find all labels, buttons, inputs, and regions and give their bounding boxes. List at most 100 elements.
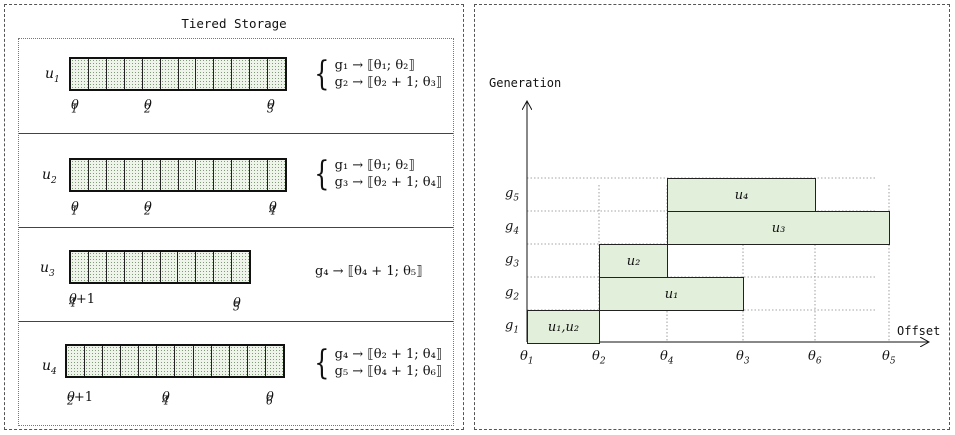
mapping-equation: g₁ → ⟦θ₁; θ₂⟧	[334, 158, 415, 173]
storage-block	[196, 252, 215, 282]
storage-block	[88, 160, 107, 190]
storage-block	[71, 252, 89, 282]
storage-block	[178, 252, 197, 282]
mapping-equation: g₂ → ⟦θ₂ + 1; θ₃⟧	[334, 75, 443, 90]
unit-label: u1	[45, 66, 60, 85]
storage-block	[268, 59, 286, 89]
storage-block	[142, 160, 161, 190]
block-strip	[69, 250, 251, 284]
storage-block	[88, 252, 107, 282]
unit-label: u3	[40, 260, 55, 279]
storage-block	[196, 59, 215, 89]
storage-block	[88, 59, 107, 89]
brace-icon: {	[314, 154, 330, 194]
block-strip	[65, 344, 285, 378]
x-tick-label: θ2	[592, 349, 606, 367]
storage-block	[211, 346, 230, 376]
allocation-bar: u₄	[667, 178, 816, 212]
storage-block	[265, 346, 283, 376]
storage-block	[160, 252, 179, 282]
storage-block	[247, 346, 266, 376]
storage-block	[106, 160, 125, 190]
mapping-equation: g₄ → ⟦θ₄ + 1; θ₅⟧	[315, 264, 423, 279]
storage-block	[67, 346, 86, 376]
x-axis-title: Offset	[897, 324, 941, 338]
generation-label: g1	[505, 318, 520, 336]
storage-block	[268, 160, 286, 190]
storage-block	[142, 252, 161, 282]
storage-block	[71, 59, 89, 89]
storage-block	[157, 346, 176, 376]
x-tick-label: θ5	[882, 349, 896, 367]
storage-block	[232, 252, 250, 282]
storage-block	[214, 59, 233, 89]
storage-block	[124, 252, 143, 282]
generation-offset-panel: Generation Offset g1 g2 g3 g4 g5 θ1 θ2 θ4 θ3 θ6 θ…	[474, 4, 950, 430]
brace-icon: {	[314, 343, 330, 383]
unit-label: u2	[42, 167, 57, 186]
storage-block	[250, 59, 269, 89]
storage-block	[229, 346, 248, 376]
allocation-bar: u₁,u₂	[527, 310, 600, 344]
storage-block	[139, 346, 158, 376]
y-axis-title: Generation	[489, 76, 562, 90]
allocation-bar: u₃	[667, 211, 890, 245]
x-tick-label: θ3	[736, 349, 750, 367]
storage-block	[193, 346, 212, 376]
storage-block	[124, 59, 143, 89]
generation-label: g3	[505, 252, 520, 270]
storage-block	[85, 346, 104, 376]
storage-block	[178, 59, 197, 89]
storage-block	[178, 160, 197, 190]
storage-block	[121, 346, 140, 376]
generation-label: g5	[505, 186, 520, 204]
storage-block	[142, 59, 161, 89]
mapping-equation: g₄ → ⟦θ₂ + 1; θ₄⟧	[334, 347, 443, 362]
allocation-bar: u₂	[599, 244, 668, 278]
storage-block	[160, 59, 179, 89]
x-tick-label: θ6	[808, 349, 822, 367]
generation-label: g4	[505, 219, 520, 237]
storage-block	[214, 252, 233, 282]
allocation-bar: u₁	[599, 277, 744, 311]
brace-icon: {	[314, 54, 330, 94]
storage-block	[124, 160, 143, 190]
storage-block	[106, 59, 125, 89]
x-tick-label: θ1	[520, 349, 534, 367]
storage-block	[71, 160, 89, 190]
storage-block	[250, 160, 269, 190]
block-strip	[69, 57, 287, 91]
generation-mapping: { g₄ → ⟦θ₂ + 1; θ₄⟧ g₅ → ⟦θ₄ + 1; θ₆⟧	[311, 346, 442, 380]
storage-block	[232, 59, 251, 89]
generation-label: g2	[505, 285, 520, 303]
generation-mapping: { g₁ → ⟦θ₁; θ₂⟧ g₂ → ⟦θ₂ + 1; θ₃⟧	[311, 57, 442, 91]
storage-block	[196, 160, 215, 190]
block-strip	[69, 158, 287, 192]
generation-mapping: { g₁ → ⟦θ₁; θ₂⟧ g₃ → ⟦θ₂ + 1; θ₄⟧	[311, 157, 442, 191]
panel-title: Tiered Storage	[181, 16, 287, 31]
mapping-equation: g₁ → ⟦θ₁; θ₂⟧	[334, 58, 415, 73]
unit-label: u4	[42, 358, 57, 377]
mapping-equation: g₅ → ⟦θ₄ + 1; θ₆⟧	[334, 364, 443, 379]
storage-block	[175, 346, 194, 376]
storage-block	[214, 160, 233, 190]
x-tick-label: θ4	[660, 349, 674, 367]
storage-block	[106, 252, 125, 282]
